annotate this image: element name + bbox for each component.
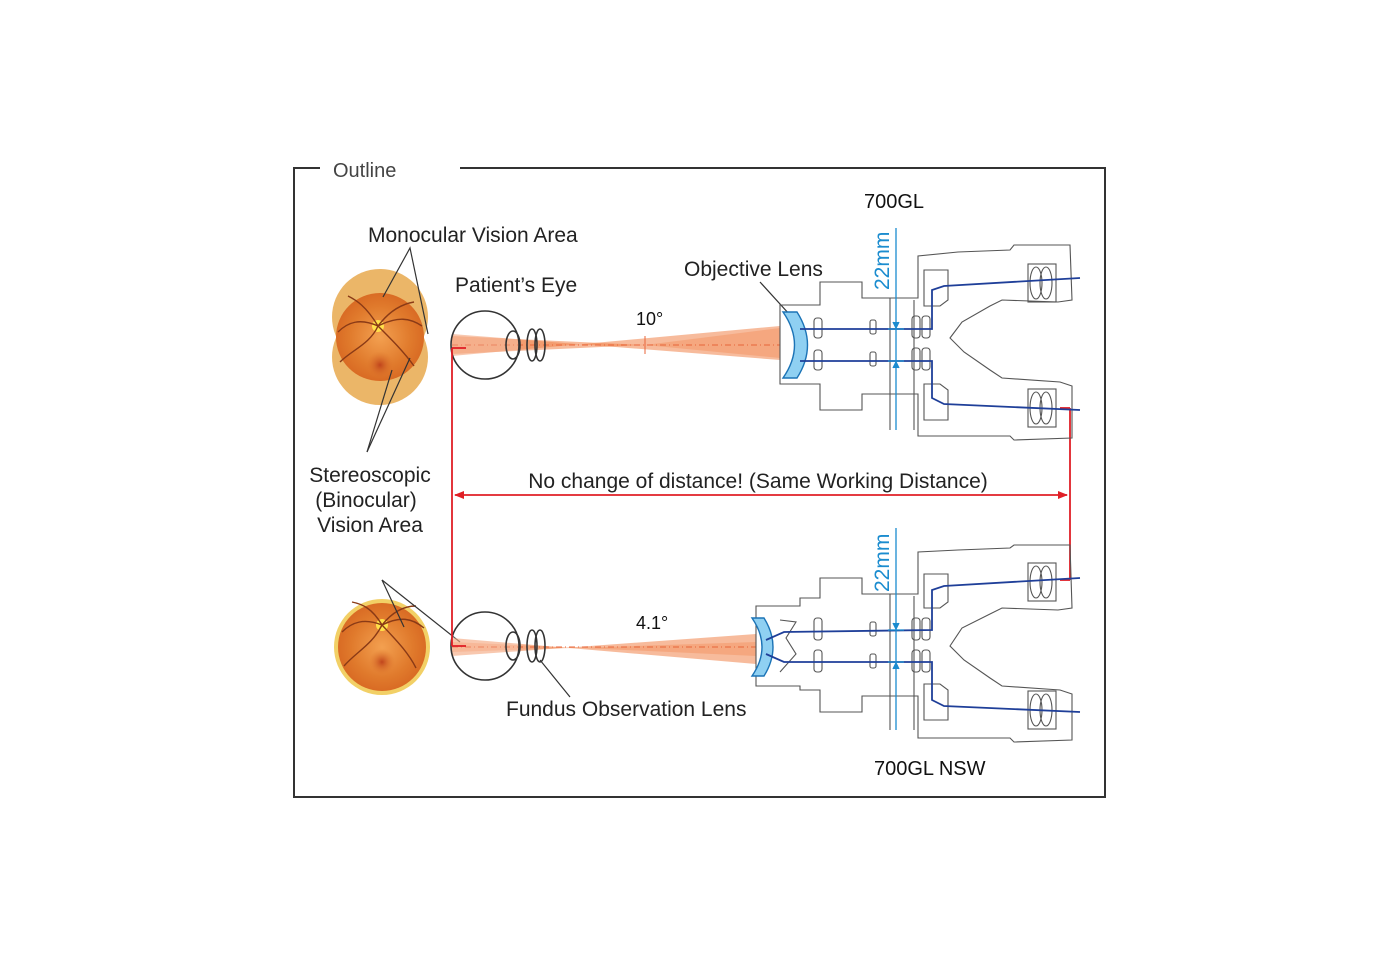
prism-bottom-upper bbox=[923, 573, 949, 609]
macula-top bbox=[366, 351, 394, 379]
optical-path-bottom bbox=[765, 577, 1081, 713]
patient-eye-top bbox=[450, 310, 546, 380]
prism-top-lower bbox=[923, 383, 949, 421]
relay-lens-top-4 bbox=[869, 351, 877, 367]
zoom-lens-bottom-4 bbox=[921, 649, 931, 673]
eyepiece-bottom-upper-b bbox=[1039, 565, 1053, 599]
beam-bottom-core bbox=[452, 642, 756, 656]
working-distance-lines bbox=[451, 347, 1071, 647]
fundus-lens-top-b bbox=[534, 328, 546, 362]
lens-leader-lines bbox=[539, 281, 791, 698]
patient-eye-bottom bbox=[450, 611, 546, 681]
fundus-lens-top-a bbox=[526, 328, 538, 362]
label-patients-eye: Patient’s Eye bbox=[455, 274, 577, 297]
fundus-bottom-group bbox=[334, 599, 430, 695]
zoom-lens-bottom-1 bbox=[911, 617, 921, 641]
label-angle-top: 10° bbox=[636, 309, 663, 329]
label-working-distance: No change of distance! (Same Working Dis… bbox=[528, 470, 988, 493]
fundus-stereo-bottom bbox=[338, 603, 426, 691]
dimension-22mm-top bbox=[888, 228, 904, 430]
relay-lens-top-3 bbox=[869, 319, 877, 335]
relay-lens-bottom-3 bbox=[869, 621, 877, 637]
eye-globe-bottom bbox=[450, 611, 520, 681]
beam-bottom bbox=[452, 634, 756, 664]
housing-bottom bbox=[755, 544, 1073, 743]
housing-top bbox=[779, 244, 1073, 441]
relay-lens-top-2 bbox=[813, 349, 823, 371]
label-stereo-line2: (Binocular) bbox=[315, 489, 417, 512]
frame-title: Outline bbox=[333, 160, 396, 182]
zoom-lens-bottom-2 bbox=[921, 617, 931, 641]
objective-lens-bottom bbox=[750, 617, 774, 677]
eyepiece-bottom-upper-a bbox=[1029, 565, 1043, 599]
nsw-prism-top bbox=[779, 619, 797, 673]
eye-lens-top bbox=[505, 330, 521, 360]
relay-lens-bottom-1 bbox=[813, 617, 823, 641]
label-22mm-top: 22mm bbox=[871, 232, 894, 290]
eyepiece-top-upper-b bbox=[1039, 266, 1053, 300]
zoom-lens-top-2 bbox=[921, 315, 931, 339]
prism-bottom-lower bbox=[923, 683, 949, 721]
zoom-lens-top-3 bbox=[911, 347, 921, 371]
eyepiece-top-upper-a bbox=[1029, 266, 1043, 300]
fundus-lens-bottom-b bbox=[534, 629, 546, 663]
microscope-top bbox=[779, 244, 1073, 441]
fundus-top-group bbox=[332, 269, 428, 405]
relay-lens-top-1 bbox=[813, 317, 823, 339]
beam-bottom-outer bbox=[452, 634, 756, 664]
beam-top-outer bbox=[452, 326, 780, 360]
retinal-vessels-bottom bbox=[341, 601, 425, 669]
prism-top-upper bbox=[923, 269, 949, 307]
zoom-lens-top-4 bbox=[921, 347, 931, 371]
relay-lens-bottom-4 bbox=[869, 653, 877, 669]
beam-top-cross-b bbox=[645, 328, 780, 358]
eye-lens-bottom bbox=[505, 631, 521, 661]
eye-globe-top bbox=[450, 310, 520, 380]
objective-lens-top bbox=[781, 311, 809, 379]
zoom-lens-top-1 bbox=[911, 315, 921, 339]
label-model-top: 700GL bbox=[864, 191, 924, 213]
label-stereo-line1: Stereoscopic bbox=[309, 464, 430, 487]
fundus-leader-lines bbox=[366, 246, 461, 643]
label-fundus-observation-lens: Fundus Observation Lens bbox=[506, 698, 746, 721]
zoom-lens-bottom-3 bbox=[911, 649, 921, 673]
relay-lens-bottom-2 bbox=[813, 649, 823, 673]
dimension-22mm-bottom bbox=[888, 528, 904, 730]
microscope-bottom bbox=[755, 544, 1073, 743]
outline-frame: Outline bbox=[293, 160, 1106, 798]
label-22mm-bottom: 22mm bbox=[871, 534, 894, 592]
label-monocular-vision-area: Monocular Vision Area bbox=[368, 224, 578, 247]
label-angle-bottom: 4.1° bbox=[636, 613, 668, 633]
macula-bottom bbox=[369, 649, 395, 675]
label-objective-lens: Objective Lens bbox=[684, 258, 823, 281]
fundus-lens-bottom-a bbox=[526, 629, 538, 663]
label-model-bottom: 700GL NSW bbox=[874, 758, 986, 780]
label-stereo-line3: Vision Area bbox=[317, 514, 423, 537]
fundus-stereo-overlap bbox=[336, 293, 424, 381]
retinal-vessels-top bbox=[337, 295, 423, 367]
